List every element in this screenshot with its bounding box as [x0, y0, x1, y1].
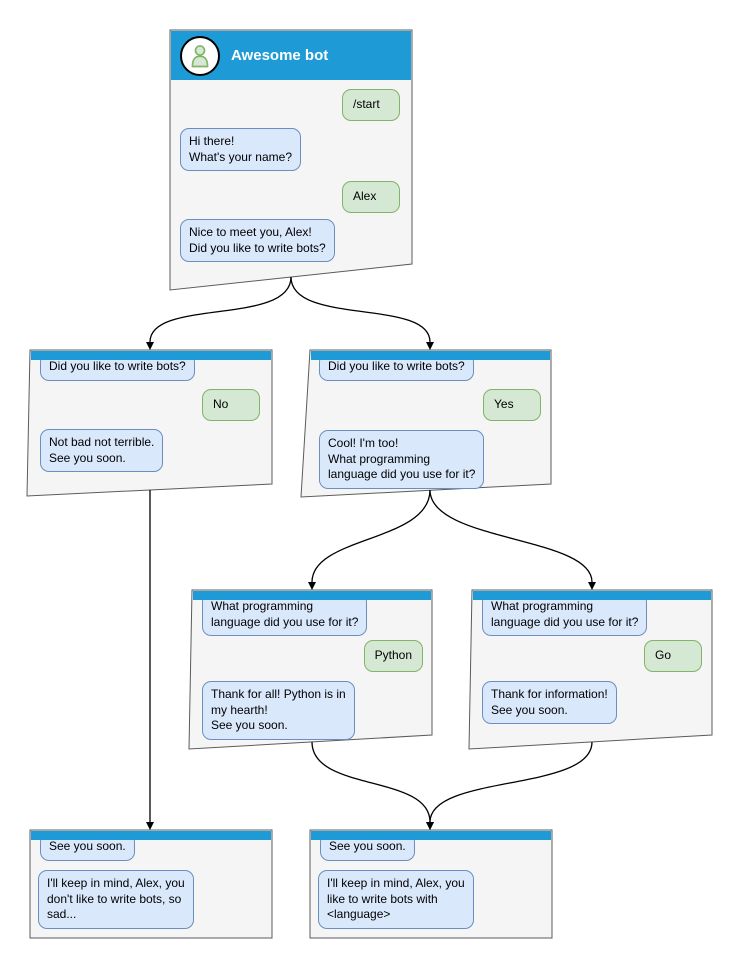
- edge-start-to-yes: [290, 276, 434, 350]
- bot-message-bubble: Not bad not terrible. See you soon.: [40, 429, 164, 473]
- person-icon: [191, 45, 209, 68]
- bot-message-bubble: What programming language did you use fo…: [202, 593, 368, 637]
- edge-yes-to-go: [429, 489, 596, 590]
- edge-start-to-no: [146, 276, 292, 350]
- branch-no-header-bar: [31, 351, 271, 360]
- bot-message-bubble: I'll keep in mind, Alex, you like to wri…: [318, 870, 474, 929]
- user-message-bubble: Go: [644, 640, 702, 672]
- bot-avatar: [180, 36, 220, 76]
- user-message-bubble: No: [202, 389, 260, 421]
- end-yes-header-bar: [311, 831, 551, 840]
- bot-title: Awesome bot: [231, 46, 329, 64]
- bot-message-bubble: Hi there! What's your name?: [180, 128, 302, 172]
- user-message-bubble: Alex: [342, 181, 400, 213]
- user-message-bubble: /start: [342, 89, 400, 121]
- bot-message-bubble: I'll keep in mind, Alex, you don't like …: [38, 870, 194, 929]
- bot-message-bubble: Thank for all! Python is in my hearth! S…: [202, 681, 355, 740]
- bot-message-bubble: Nice to meet you, Alex! Did you like to …: [180, 219, 335, 263]
- bot-message-bubble: Thank for information! See you soon.: [482, 681, 617, 725]
- user-message-bubble: Python: [363, 640, 423, 672]
- bot-message-bubble: What programming language did you use fo…: [482, 593, 648, 637]
- user-message-bubble: Yes: [483, 389, 541, 421]
- branch-go-header-bar: [473, 591, 711, 600]
- edge-yes-to-python: [308, 489, 431, 590]
- branch-yes-header-bar: [311, 351, 550, 360]
- edge-go-to-end: [426, 741, 593, 830]
- end-no-header-bar: [31, 831, 271, 840]
- edge-python-to-end: [311, 741, 434, 830]
- bot-message-bubble: Cool! I'm too! What programming language…: [319, 430, 485, 489]
- branch-python-header-bar: [193, 591, 431, 600]
